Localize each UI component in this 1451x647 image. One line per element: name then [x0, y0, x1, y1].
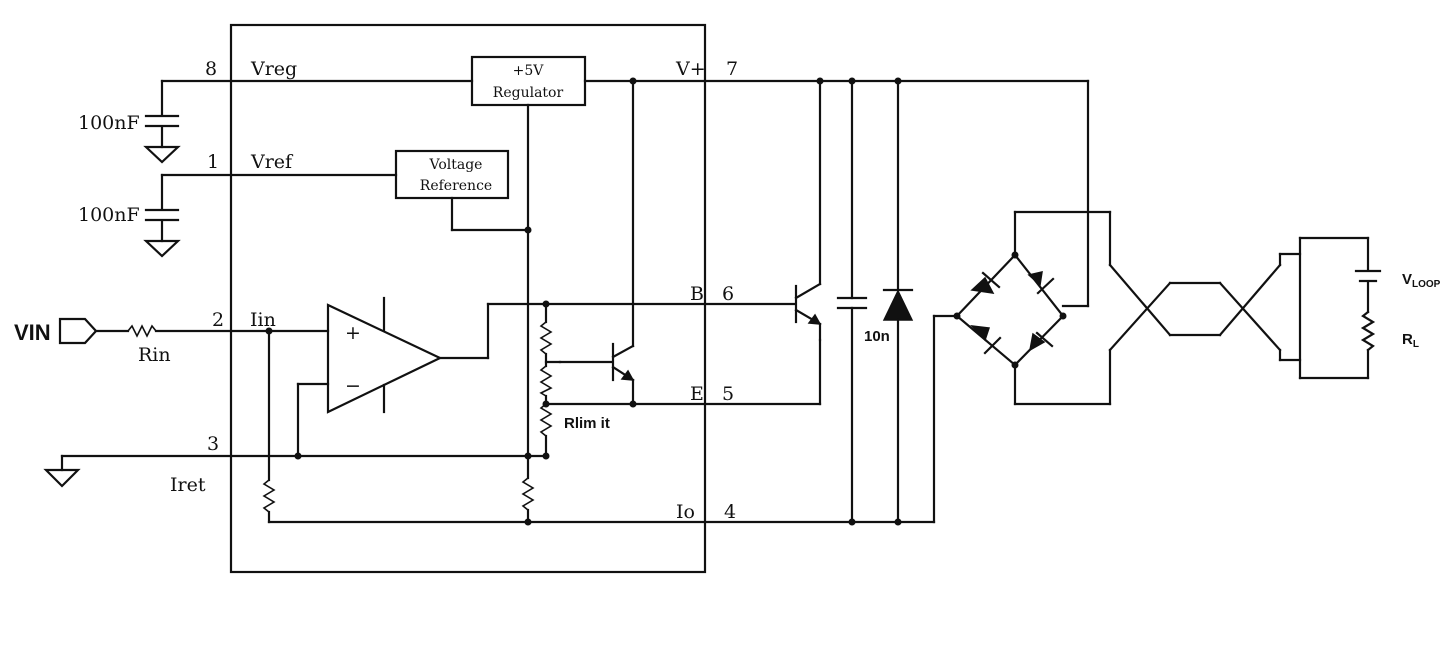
vplus-net [583, 77, 1090, 308]
ground-icon [43, 468, 81, 488]
vreg-net [143, 79, 474, 164]
pin6-number: 6 [722, 283, 734, 305]
pin4-number: 4 [724, 501, 736, 523]
pin5-number: 5 [722, 383, 734, 405]
internal-ground-bus [450, 103, 535, 526]
cap-vref-label: 100nF [78, 204, 140, 226]
ground-icon [143, 239, 181, 258]
vloop-label: VLOOP [1402, 271, 1441, 290]
pin4-name: Io [676, 501, 695, 523]
pin8-number: 8 [205, 58, 217, 80]
pin3-name: Iret [170, 474, 206, 496]
ground-icon [143, 145, 181, 164]
pin1-number: 1 [207, 151, 219, 173]
vin-connector-icon [58, 317, 98, 345]
internal-transistor [558, 79, 637, 408]
cap-out-label: 10n [864, 328, 890, 345]
io-net [267, 314, 959, 526]
pin5-name: E [690, 383, 704, 405]
vin-label: VIN [14, 320, 51, 345]
emitter-net [544, 338, 822, 406]
loop-circuit [1298, 236, 1382, 380]
vref-net [143, 173, 398, 258]
rlimit-chain [539, 302, 553, 460]
reference-label-1: Voltage [429, 157, 483, 173]
opamp-minus: − [345, 375, 361, 397]
pass-transistor [794, 79, 822, 342]
opamp [326, 296, 443, 414]
pin7-name: V+ [675, 58, 706, 80]
pin1-name: Vref [250, 151, 294, 173]
rlimit-label: Rlim it [564, 415, 610, 432]
reference-label-2: Reference [420, 178, 492, 194]
return-net [43, 454, 548, 488]
sense-resistor [262, 329, 276, 524]
pin3-number: 3 [207, 433, 219, 455]
twisted-pair [1108, 210, 1302, 406]
regulator-label-1: +5V [513, 63, 545, 79]
protection-diode [882, 79, 914, 524]
pin7-number: 7 [726, 58, 738, 80]
regulator-label-2: Regulator [493, 85, 564, 101]
cap-vreg-label: 100nF [78, 112, 140, 134]
pin2-name: Iin [250, 309, 276, 331]
opamp-plus: + [345, 322, 361, 344]
pin6-name: B [690, 283, 704, 305]
minus-input-net [294, 382, 330, 460]
pin2-number: 2 [212, 309, 224, 331]
base-drive-net [438, 300, 797, 360]
rin-resistor [94, 324, 330, 338]
rl-label: RL [1402, 331, 1419, 350]
pin8-name: Vreg [250, 58, 297, 80]
ic-package [229, 23, 707, 574]
output-capacitor [836, 79, 868, 524]
diode-bridge [953, 210, 1112, 406]
rin-label: Rin [138, 344, 171, 366]
